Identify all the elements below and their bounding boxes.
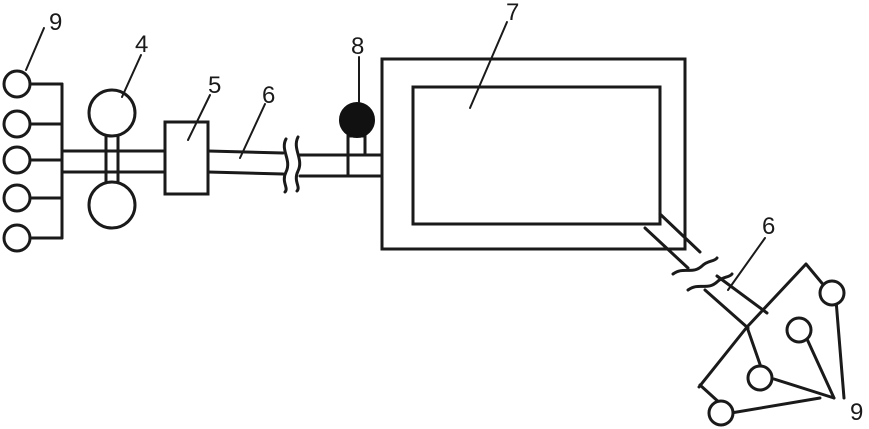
tank-inner [411, 85, 662, 226]
gauge [339, 102, 375, 178]
nozzle [2, 223, 32, 253]
right-manifold-frame [697, 262, 846, 400]
label-tank: 7 [506, 0, 519, 26]
nozzle-branch [745, 325, 764, 372]
label-valve: 5 [208, 72, 221, 99]
valve-block [163, 120, 210, 196]
nozzle [2, 69, 32, 99]
pipe-break-left [282, 135, 302, 194]
label-nozzles-right: 9 [850, 399, 863, 426]
nozzle [707, 399, 735, 427]
pump-upper [87, 88, 137, 138]
left-nozzle-group [2, 69, 64, 253]
pipe-left-segment [206, 149, 285, 176]
pipe-diagonal [643, 212, 769, 330]
right-nozzle-group [697, 262, 846, 427]
nozzle [2, 145, 32, 175]
pipe-to-tank [298, 153, 384, 178]
label-pipe-left: 6 [262, 82, 275, 109]
nozzle [2, 183, 32, 213]
nozzle [746, 364, 774, 392]
nozzle-branch [772, 377, 836, 400]
nozzle [2, 109, 32, 139]
nozzle-branch [805, 337, 836, 400]
pipe-break-right [671, 256, 734, 292]
label-nozzles-left: 9 [49, 9, 62, 36]
leader-lines [25, 21, 766, 291]
label-pump-unit: 4 [135, 31, 148, 58]
nozzle [818, 279, 846, 307]
left-main-pipe [60, 149, 167, 174]
label-pipe-right: 6 [762, 213, 775, 240]
pump-lower [87, 180, 137, 230]
gauge-dial [339, 102, 375, 138]
label-gauge: 8 [351, 33, 364, 60]
nozzle-branch [723, 396, 822, 416]
pump-unit [87, 88, 137, 230]
nozzle [785, 316, 813, 344]
tank [380, 57, 687, 251]
